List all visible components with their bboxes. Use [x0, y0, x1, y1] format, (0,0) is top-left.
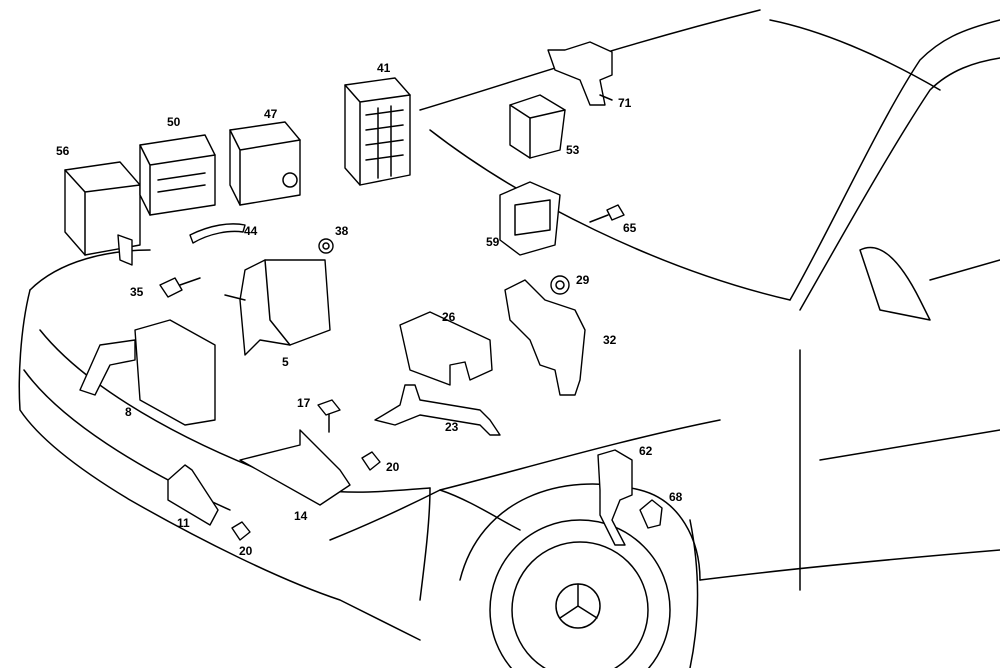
part-20-nut-lower	[231, 521, 251, 541]
part-29-nut	[550, 275, 570, 295]
part-14-bracket	[239, 429, 351, 506]
callout-35: 35	[130, 285, 144, 299]
part-44-clip	[189, 223, 246, 244]
part-53-relay	[509, 94, 566, 159]
part-41-fuse-box	[344, 77, 411, 186]
callout-44: 44	[244, 224, 258, 238]
part-47-module	[229, 121, 301, 206]
callout-26: 26	[442, 310, 456, 324]
part-59-socket	[499, 181, 561, 256]
part-50-module	[139, 134, 216, 216]
part-38-washer	[318, 238, 334, 254]
part-56-control-unit	[64, 161, 141, 266]
part-5-bracket	[224, 259, 331, 356]
callout-8: 8	[125, 405, 132, 419]
callout-50: 50	[167, 115, 181, 129]
callout-71: 71	[618, 96, 632, 110]
part-20-nut-upper	[361, 451, 381, 471]
part-65-screw	[589, 204, 625, 223]
part-17-bolt	[317, 399, 341, 433]
callout-23: 23	[445, 420, 459, 434]
callout-59: 59	[486, 235, 500, 249]
callout-29: 29	[576, 273, 590, 287]
callout-68: 68	[669, 490, 683, 504]
callout-5: 5	[282, 355, 289, 369]
part-32-bracket	[504, 279, 586, 396]
callout-65: 65	[623, 221, 637, 235]
callout-14: 14	[294, 509, 308, 523]
part-62-bracket	[597, 449, 633, 546]
part-68-clip	[639, 499, 663, 529]
part-11-bracket	[167, 464, 219, 526]
callout-53: 53	[566, 143, 580, 157]
callout-47: 47	[264, 107, 278, 121]
part-26-cover	[399, 311, 493, 386]
callout-11: 11	[177, 516, 190, 530]
callout-62: 62	[639, 444, 653, 458]
part-23-bracket	[374, 384, 501, 436]
callout-20-lower: 20	[239, 544, 253, 558]
callout-56: 56	[56, 144, 70, 158]
callout-32: 32	[603, 333, 617, 347]
part-8-bracket	[79, 319, 216, 426]
callout-17: 17	[297, 396, 311, 410]
part-71-relay	[547, 41, 613, 106]
part-35-screw	[159, 277, 201, 298]
callout-38: 38	[335, 224, 349, 238]
callout-20-upper: 20	[386, 460, 400, 474]
callout-41: 41	[377, 61, 391, 75]
